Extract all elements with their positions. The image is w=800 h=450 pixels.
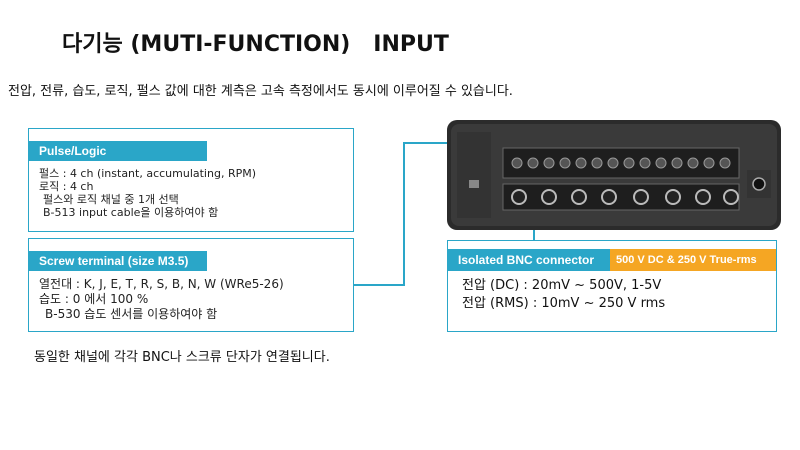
footer-text: 동일한 채널에 각각 BNC나 스크류 단자가 연결됩니다. [34,350,330,365]
screw-line: 습도 : 0 에서 100 % [39,292,149,306]
bnc-line: 전압 (RMS) : 10mV ~ 250 V rms [462,296,666,311]
pulse-line: B-513 input cable을 이용하여야 함 [43,206,219,219]
bnc-connector-box: Isolated BNC connector 500 V DC & 250 V … [447,240,777,332]
page-title: 다기능 (MUTI-FUNCTION) INPUT [62,32,449,57]
pulse-logic-box: Pulse/Logic 펄스 : 4 ch (instant, accumula… [28,128,354,232]
screw-terminal-box: Screw terminal (size M3.5) 열전대 : K, J, E… [28,238,354,332]
bnc-header: Isolated BNC connector [448,249,610,271]
pulse-line: 로직 : 4 ch [39,180,94,193]
bnc-line: 전압 (DC) : 20mV ~ 500V, 1-5V [462,278,662,293]
screw-line: B-530 습도 센서를 이용하여야 함 [45,307,218,321]
screw-terminal-details: 열전대 : K, J, E, T, R, S, B, N, W (WRe5-26… [39,277,284,322]
pulse-logic-header: Pulse/Logic [29,141,207,161]
bnc-details: 전압 (DC) : 20mV ~ 500V, 1-5V 전압 (RMS) : 1… [462,277,665,313]
screw-line: 열전대 : K, J, E, T, R, S, B, N, W (WRe5-26… [39,277,284,291]
pulse-line: 펄스와 로직 채널 중 1개 선택 [43,193,179,206]
screw-terminal-header: Screw terminal (size M3.5) [29,251,207,271]
pulse-line: 펄스 : 4 ch (instant, accumulating, RPM) [39,167,256,180]
intro-text: 전압, 전류, 습도, 로직, 펄스 값에 대한 계측은 고속 측정에서도 동시… [8,84,513,99]
device-image [447,120,781,230]
pulse-logic-details: 펄스 : 4 ch (instant, accumulating, RPM) 로… [39,167,256,219]
bnc-spec-badge: 500 V DC & 250 V True-rms [610,249,776,271]
